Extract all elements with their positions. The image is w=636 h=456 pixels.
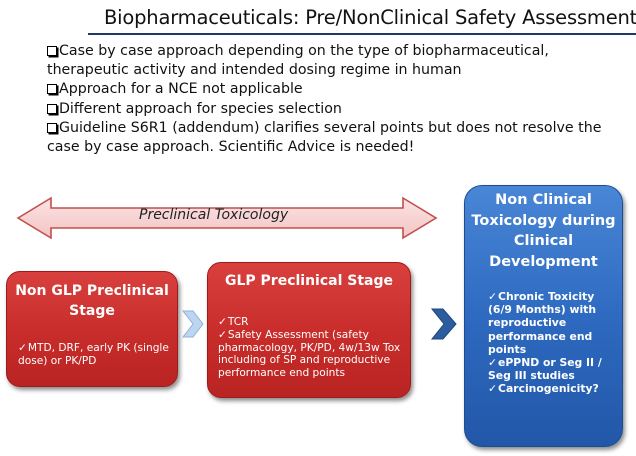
stage-title: Non GLP Preclinical Stage: [15, 283, 169, 319]
checkbox-bullet-icon: [47, 84, 57, 95]
non-clinical-toxicology-box: Non Clinical Toxicology during Clinical …: [464, 185, 623, 447]
arrow-label: Preclinical Toxicology: [139, 207, 289, 223]
bullet-list: Case by case approach depending on the t…: [47, 42, 617, 157]
stage-items: ✓TCR ✓Safety Assessment (safety pharmaco…: [218, 316, 408, 380]
list-item: ✓ePPND or Seg II / Seg III studies: [488, 356, 602, 383]
list-item: ✓Carcinogenicity?: [488, 382, 599, 396]
list-item: ✓Chronic Toxicity (6/9 Months) with repr…: [488, 290, 597, 356]
checkbox-bullet-icon: [47, 46, 57, 56]
checkmark-icon: ✓: [218, 328, 227, 341]
bullet-item: Guideline S6R1 (addendum) clarifies seve…: [47, 119, 602, 156]
stage-title: GLP Preclinical Stage: [224, 273, 394, 289]
slide-title: Biopharmaceuticals: Pre/NonClinical Safe…: [104, 6, 636, 29]
list-item: ✓MTD, DRF, early PK (single dose) or PK/…: [18, 342, 169, 367]
title-underline: [88, 33, 636, 35]
list-item: ✓Safety Assessment (safety pharmacology,…: [218, 328, 401, 380]
bullet-item: Case by case approach depending on the t…: [47, 43, 549, 79]
stage-title: Non Clinical Toxicology during Clinical …: [471, 192, 616, 270]
checkmark-icon: ✓: [18, 342, 27, 354]
bullet-item: Different approach for species selection: [47, 100, 617, 119]
stage-items: ✓Chronic Toxicity (6/9 Months) with repr…: [488, 290, 616, 396]
checkmark-icon: ✓: [488, 382, 498, 396]
non-glp-stage-box: Non GLP Preclinical Stage ✓MTD, DRF, ear…: [6, 271, 178, 387]
checkbox-bullet-icon: [47, 103, 57, 114]
bullet-item: Approach for a NCE not applicable: [47, 80, 617, 99]
stage-items: ✓MTD, DRF, early PK (single dose) or PK/…: [18, 342, 176, 368]
checkbox-bullet-icon: [47, 122, 57, 133]
checkmark-icon: ✓: [488, 290, 498, 303]
checkmark-icon: ✓: [488, 356, 498, 370]
chevron-right-icon: [181, 310, 204, 338]
list-item: ✓TCR: [218, 316, 249, 328]
checkmark-icon: ✓: [218, 316, 227, 328]
chevron-right-icon: [430, 308, 457, 340]
glp-stage-box: GLP Preclinical Stage ✓TCR ✓Safety Asses…: [207, 262, 411, 398]
